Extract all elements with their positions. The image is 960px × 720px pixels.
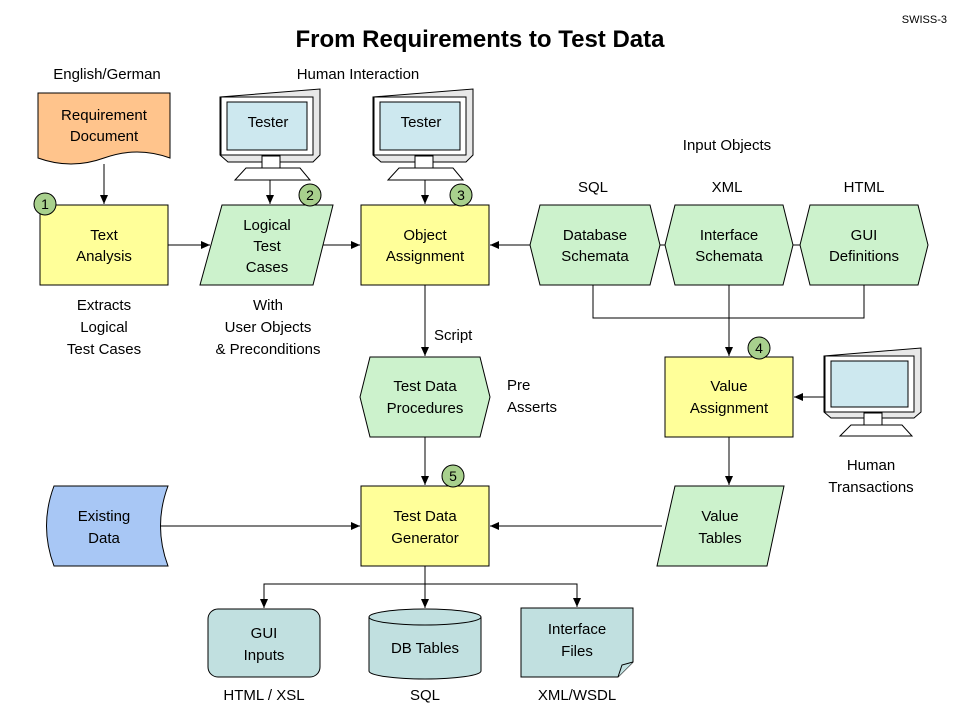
logical-test-cases-line-1: Logical — [243, 217, 291, 234]
label-xml-wsdl: XML/WSDL — [538, 687, 616, 704]
object-assignment-line-1: Object — [403, 227, 447, 244]
tester-monitor-1: Tester — [219, 88, 321, 181]
caption-with-line-2: User Objects — [225, 319, 312, 336]
badge-4-label: 4 — [755, 340, 763, 356]
label-html-top: HTML — [844, 179, 885, 196]
existing-data-node: Existing Data — [46, 485, 169, 567]
caption-extracts-line-3: Test Cases — [67, 341, 141, 358]
badge-3-label: 3 — [457, 187, 465, 203]
badge-1: 1 — [33, 192, 57, 216]
db-tables-node: DB Tables — [368, 608, 482, 680]
caption-with-line-1: With — [253, 297, 283, 314]
object-assignment-node: Object Assignment — [360, 204, 490, 286]
slide-tag: SWISS-3 — [902, 14, 947, 26]
database-schemata-line-2: Schemata — [561, 248, 629, 265]
test-data-procedures-node: Test Data Procedures — [359, 356, 491, 438]
logical-test-cases-line-3: Cases — [246, 259, 289, 276]
value-tables-node: Value Tables — [656, 485, 785, 567]
label-english-german: English/German — [53, 66, 161, 83]
caption-with-user-objects: With User Objects & Preconditions — [215, 297, 320, 358]
page-title: From Requirements to Test Data — [296, 26, 666, 53]
existing-data-line-2: Data — [88, 530, 120, 547]
logical-test-cases-node: Logical Test Cases — [199, 204, 334, 286]
badge-3: 3 — [449, 183, 473, 207]
text-analysis-line-2: Analysis — [76, 248, 132, 265]
label-script: Script — [434, 327, 473, 344]
existing-data-line-1: Existing — [78, 508, 131, 525]
logical-test-cases-line-2: Test — [253, 238, 281, 255]
requirement-document-line-2: Document — [70, 128, 139, 145]
caption-extracts-line-2: Logical — [80, 319, 128, 336]
interface-schemata-node: Interface Schemata — [664, 204, 794, 286]
database-schemata-line-1: Database — [563, 227, 627, 244]
interface-schemata-line-2: Schemata — [695, 248, 763, 265]
object-assignment-line-2: Assignment — [386, 248, 465, 265]
label-html-xsl: HTML / XSL — [223, 687, 304, 704]
test-data-procedures-line-1: Test Data — [393, 378, 457, 395]
value-tables-line-2: Tables — [698, 530, 741, 547]
gui-inputs-line-1: GUI — [251, 625, 278, 642]
label-human-transactions-line-1: Human — [847, 457, 895, 474]
badge-5-label: 5 — [449, 468, 457, 484]
tester-1-label: Tester — [248, 114, 289, 131]
gui-definitions-line-2: Definitions — [829, 248, 899, 265]
label-xml-top: XML — [712, 179, 743, 196]
badge-1-label: 1 — [41, 196, 49, 212]
label-sql-bottom: SQL — [410, 687, 440, 704]
badge-5: 5 — [441, 464, 465, 488]
text-analysis-line-1: Text — [90, 227, 118, 244]
badge-2: 2 — [298, 183, 322, 207]
label-sql-top: SQL — [578, 179, 608, 196]
caption-extracts: Extracts Logical Test Cases — [67, 297, 141, 358]
tester-monitor-2: Tester — [372, 88, 474, 181]
text-analysis-node: Text Analysis — [39, 204, 169, 286]
database-schemata-node: Database Schemata — [529, 204, 661, 286]
gui-inputs-line-2: Inputs — [244, 647, 285, 664]
requirement-document-line-1: Requirement — [61, 107, 148, 124]
value-assignment-line-2: Assignment — [690, 400, 769, 417]
test-data-procedures-line-2: Procedures — [387, 400, 464, 417]
badge-4: 4 — [747, 336, 771, 360]
interface-files-node: Interface Files — [520, 607, 634, 678]
value-tables-line-1: Value — [701, 508, 738, 525]
caption-extracts-line-1: Extracts — [77, 297, 131, 314]
label-human-interaction: Human Interaction — [297, 66, 420, 83]
label-input-objects: Input Objects — [683, 137, 771, 154]
requirement-document-node: Requirement Document — [37, 92, 171, 165]
gui-definitions-node: GUI Definitions — [799, 204, 929, 286]
test-data-generator-line-2: Generator — [391, 530, 459, 547]
human-transactions-monitor — [823, 347, 922, 437]
label-pre: Pre — [507, 377, 530, 394]
gui-inputs-node: GUI Inputs — [207, 608, 321, 678]
value-assignment-line-1: Value — [710, 378, 747, 395]
test-data-generator-line-1: Test Data — [393, 508, 457, 525]
label-asserts: Asserts — [507, 399, 557, 416]
badge-2-label: 2 — [306, 187, 314, 203]
interface-files-line-1: Interface — [548, 621, 606, 638]
db-tables-label: DB Tables — [391, 640, 459, 657]
label-human-transactions-line-2: Transactions — [828, 479, 913, 496]
caption-with-line-3: & Preconditions — [215, 341, 320, 358]
interface-files-line-2: Files — [561, 643, 593, 660]
test-data-generator-node: Test Data Generator — [360, 485, 490, 567]
link-output-bus — [263, 583, 578, 608]
value-assignment-node: Value Assignment — [664, 356, 794, 438]
tester-2-label: Tester — [401, 114, 442, 131]
interface-schemata-line-1: Interface — [700, 227, 758, 244]
gui-definitions-line-1: GUI — [851, 227, 878, 244]
